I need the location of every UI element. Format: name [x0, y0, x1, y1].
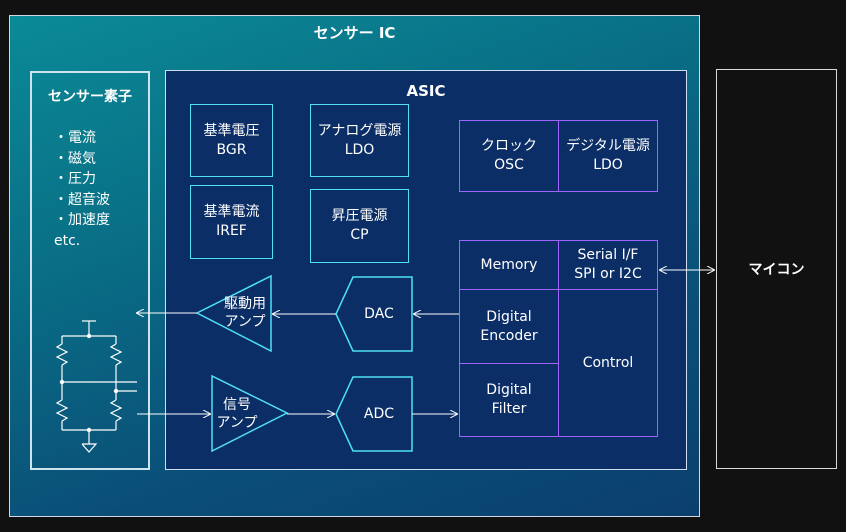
osc-block: クロック OSC	[459, 120, 559, 192]
analog-ldo-label-en: LDO	[344, 141, 375, 158]
bgr-label-jp: 基準電圧	[203, 122, 260, 139]
analog-ldo-label-jp: アナログ電源	[317, 122, 402, 139]
sensor-type-item: ・加速度	[54, 212, 110, 228]
drive-amp-label-2: アンプ	[224, 314, 266, 330]
control-label: Control	[582, 354, 634, 371]
digital-filter-block: Digital Filter	[459, 363, 559, 437]
serial-protocol-label: SPI or I2C	[574, 266, 642, 282]
adc-shape	[335, 376, 413, 452]
signal-amp-label-1: 信号	[223, 397, 251, 413]
sensor-element-title: センサー素子	[48, 89, 132, 105]
sensor-type-item: ・圧力	[54, 171, 96, 187]
osc-label-en: OSC	[494, 157, 524, 173]
memory-label: Memory	[480, 256, 538, 273]
iref-label-en: IREF	[216, 223, 247, 239]
sensor-type-item: ・超音波	[54, 191, 110, 208]
adc-label: ADC	[363, 406, 395, 422]
microcontroller-box: マイコン	[716, 69, 837, 469]
digital-ldo-label-jp: デジタル電源	[566, 138, 650, 154]
serial-if-label: Serial I/F	[577, 247, 639, 263]
osc-label-jp: クロック	[481, 138, 537, 154]
filter-label-1: Digital	[486, 382, 532, 398]
encoder-label-2: Encoder	[480, 327, 538, 344]
dac-label: DAC	[364, 306, 394, 322]
analog-ldo-block: アナログ電源 LDO	[310, 104, 409, 177]
filter-label-2: Filter	[491, 401, 527, 417]
bgr-block: 基準電圧 BGR	[190, 104, 273, 177]
control-block: Control	[558, 289, 658, 437]
signal-amp-label-2: アンプ	[216, 415, 258, 431]
cp-block: 昇圧電源 CP	[310, 189, 409, 263]
sensor-ic-title: センサー IC	[313, 24, 396, 42]
bgr-label-en: BGR	[216, 141, 247, 158]
microcontroller-label: マイコン	[748, 262, 805, 278]
iref-block: 基準電流 IREF	[190, 185, 273, 259]
sensor-type-item: ・電流	[54, 130, 96, 146]
encoder-label-1: Digital	[486, 308, 532, 325]
bridge-circuit-icon	[55, 320, 137, 453]
sensor-type-item: etc.	[54, 232, 81, 249]
drive-amp-label: 駆動用 アンプ	[216, 295, 274, 331]
asic-title: ASIC	[406, 82, 446, 100]
sensor-type-list: ・電流 ・磁気 ・圧力 ・超音波 ・加速度 etc.	[54, 128, 110, 251]
digital-ldo-block: デジタル電源 LDO	[558, 120, 658, 192]
sensor-type-item: ・磁気	[54, 150, 96, 167]
digital-ldo-label-en: LDO	[593, 157, 623, 173]
iref-label-jp: 基準電流	[203, 204, 260, 220]
signal-amp-shape	[211, 374, 289, 453]
cp-label-en: CP	[350, 227, 369, 243]
dac-shape	[335, 276, 413, 352]
bridge-nodes	[59, 333, 119, 433]
drive-amp-label-1: 駆動用	[224, 296, 266, 312]
sensor-element-box	[30, 71, 150, 470]
signal-amp-label: 信号 アンプ	[208, 396, 266, 432]
cp-label-jp: 昇圧電源	[331, 208, 388, 224]
drive-amp-shape	[195, 274, 272, 353]
